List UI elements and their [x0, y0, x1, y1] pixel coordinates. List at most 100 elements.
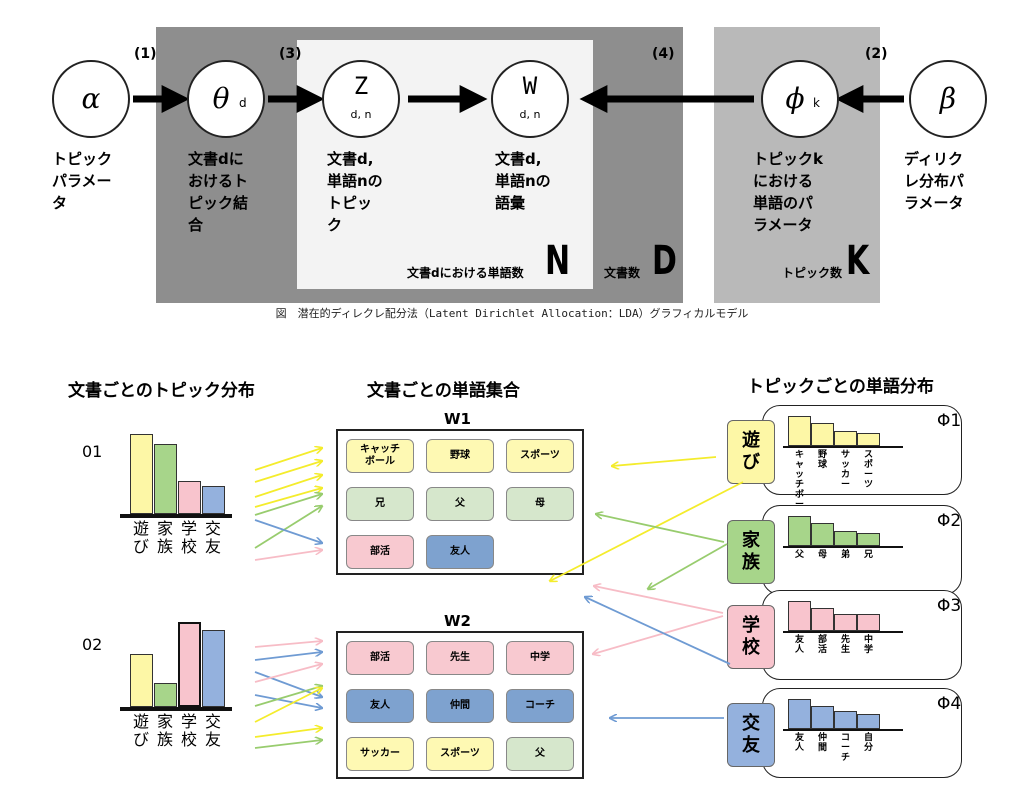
word-bar [788, 601, 811, 631]
node-label-phi: トピックk における 単語のパ ラメータ [753, 150, 823, 234]
topic-bar [154, 444, 177, 514]
word-bar [857, 433, 880, 446]
assignment-arrow [254, 694, 322, 708]
topic-bar [178, 481, 201, 514]
node-subscript: d, n [350, 108, 372, 121]
word-chip: 中学 [506, 641, 574, 675]
node-beta: β [909, 60, 987, 138]
word-bar [857, 533, 880, 546]
node-subscript: k [813, 96, 820, 110]
assignment-arrow [254, 740, 322, 749]
arrow-label-1: (1) [134, 46, 157, 62]
word-bar [834, 431, 857, 446]
topic-baseline [783, 546, 903, 548]
category-label: 交友 [204, 519, 221, 556]
word-bar [834, 614, 857, 631]
word-set-w2: 部活先生中学友人仲間コーチサッカースポーツ父 [336, 631, 584, 779]
topic-bar [130, 654, 153, 707]
topic-label: 交 友 [727, 703, 775, 767]
word-chip: コーチ [506, 689, 574, 723]
topic-bar [202, 630, 225, 707]
word-bar [788, 516, 811, 546]
assignment-arrow [254, 506, 322, 549]
word-chip: 兄 [346, 487, 414, 521]
doc-topic-chart-01: 遊び家族学校交友 [120, 430, 240, 570]
category-label: 交友 [204, 712, 221, 749]
word-bar [811, 423, 834, 446]
node-subscript: d, n [519, 108, 541, 121]
word-chip: 野球 [426, 439, 494, 473]
assignment-arrow [254, 494, 322, 516]
word-label: 先生 [840, 635, 850, 655]
word-chip: スポーツ [506, 439, 574, 473]
word-label: コーチ [840, 733, 850, 763]
word-chip: 仲間 [426, 689, 494, 723]
plate-caption-n: 文書dにおける単語数 [407, 266, 524, 280]
assignment-arrow [648, 543, 728, 589]
word-label: 自分 [863, 733, 873, 753]
plate-letter-n: N [545, 238, 571, 284]
topic-bar [202, 486, 225, 514]
node-symbol: Z [353, 72, 369, 100]
node-z: Z d, n [322, 60, 400, 138]
assignment-arrow [593, 615, 724, 654]
node-subscript: d [239, 96, 247, 110]
topic-distribution-box: 友人部活先生中学 [762, 590, 962, 680]
node-symbol: β [939, 82, 957, 115]
topic-label: 家 族 [727, 520, 775, 584]
assignment-arrow [254, 519, 322, 543]
topic-label: 学 校 [727, 605, 775, 669]
figure-caption: 図 潜在的ディレクレ配分法（Latent Dirichlet Allocatio… [275, 307, 749, 320]
word-chip: 母 [506, 487, 574, 521]
doc-topic-chart-02: 遊び家族学校交友 [120, 615, 240, 765]
word-chip: 友人 [346, 689, 414, 723]
node-symbol: W [522, 72, 538, 100]
word-bar [788, 699, 811, 729]
assignment-arrow [254, 488, 322, 508]
heading-doc-words: 文書ごとの単語集合 [367, 381, 520, 401]
category-label: 遊び [132, 712, 149, 749]
word-label: 兄 [863, 550, 873, 560]
assignment-arrow [254, 475, 322, 498]
word-bar [834, 711, 857, 729]
node-label-z: 文書d, 単語nの トピッ ク [327, 150, 383, 234]
word-set-w1: キャッチ ボール野球スポーツ兄父母部活友人 [336, 429, 584, 575]
node-alpha: α [52, 60, 130, 138]
category-label: 学校 [180, 519, 197, 556]
word-bar [811, 706, 834, 729]
heading-topic-words: トピックごとの単語分布 [747, 377, 934, 397]
topic-bar [154, 683, 177, 707]
word-label: サッカー [840, 450, 850, 490]
node-phi: ϕ k [761, 60, 839, 138]
plate-letter-d: D [652, 238, 677, 284]
word-chip: キャッチ ボール [346, 439, 414, 473]
word-label: 弟 [840, 550, 850, 560]
chart-baseline [120, 707, 232, 711]
word-bar [857, 614, 880, 631]
word-label: 友人 [794, 733, 804, 753]
word-chip: 先生 [426, 641, 494, 675]
assignment-arrow [254, 652, 322, 661]
doc-id-01: 01 [82, 442, 103, 461]
plate-caption-d: 文書数 [604, 266, 641, 280]
heading-doc-topic: 文書ごとのトピック分布 [68, 381, 255, 401]
node-label-alpha: トピック パラメー タ [52, 150, 113, 212]
node-label-w: 文書d, 単語nの 語彙 [495, 150, 551, 212]
arrow-label-3: (3) [279, 46, 302, 62]
assignment-arrow [612, 456, 717, 466]
word-label: 友人 [794, 635, 804, 655]
assignment-arrow [594, 586, 724, 614]
word-chip: 友人 [426, 535, 494, 569]
assignment-arrow [254, 688, 322, 723]
word-chip: 父 [506, 737, 574, 771]
assignment-arrow [596, 514, 725, 543]
assignment-arrow [254, 664, 322, 683]
word-chip: スポーツ [426, 737, 494, 771]
topic-bar [178, 622, 201, 707]
category-label: 学校 [180, 712, 197, 749]
word-label: 母 [817, 550, 827, 560]
topic-label: 遊 び [727, 420, 775, 484]
word-set-title-w2: W2 [444, 612, 471, 630]
word-bar [857, 714, 880, 729]
word-chip: サッカー [346, 737, 414, 771]
